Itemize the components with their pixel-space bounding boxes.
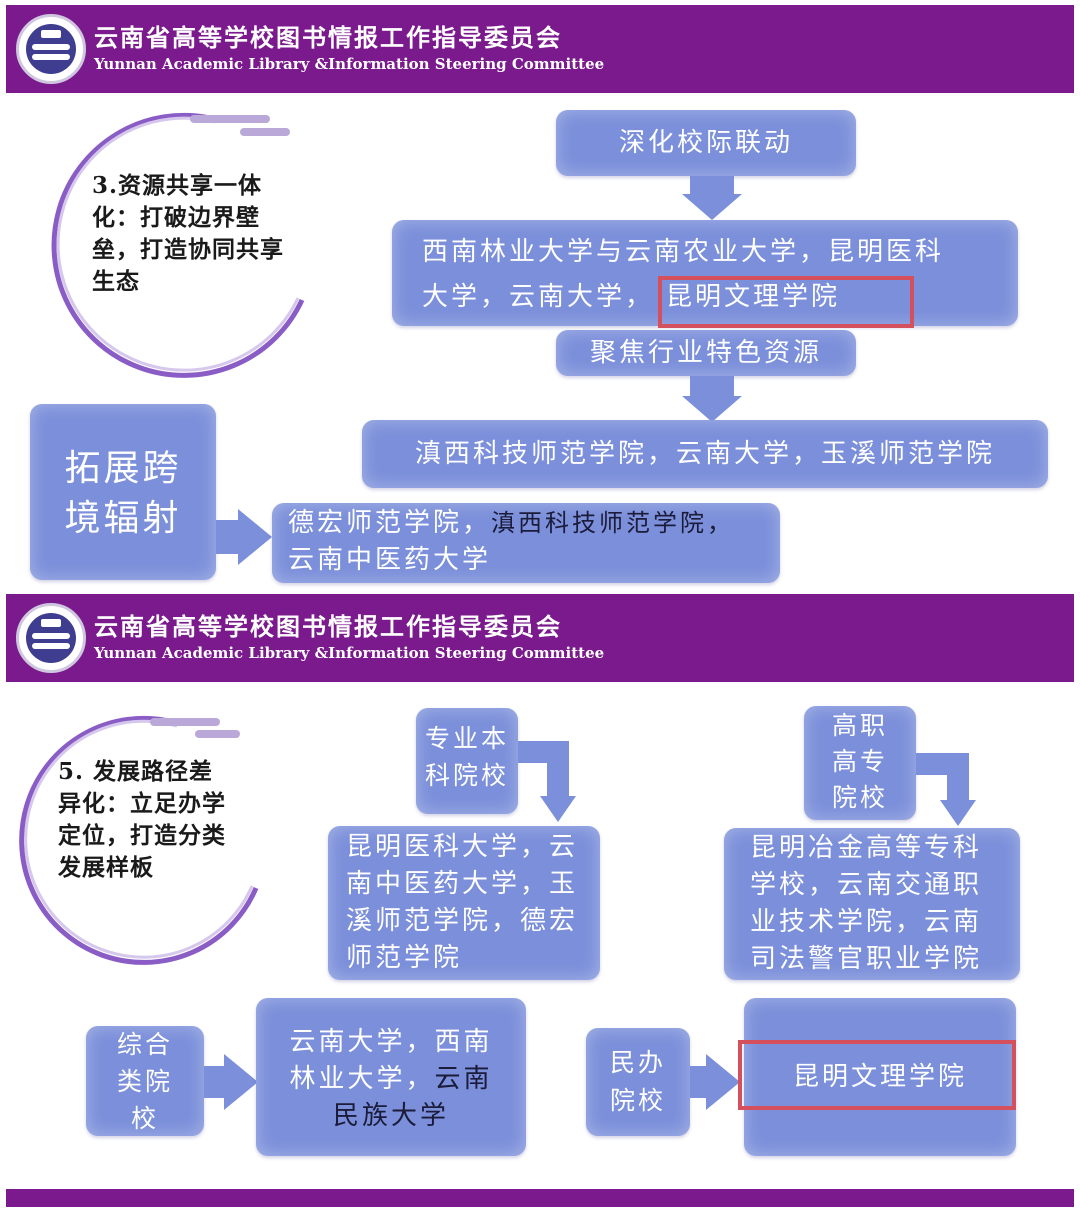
footer-bar [6,1189,1074,1207]
decorative-line [195,730,240,738]
arrow-down-icon [682,194,742,220]
arrow-right-stem [690,1066,706,1098]
box-group-3: 德宏师范学院，滇西科技师范学院， 云南中医药大学 [272,503,780,583]
decorative-line [240,128,290,136]
arrow-right-icon [238,509,272,565]
slide-differentiated-paths: 云南省高等学校图书情报工作指导委员会 Yunnan Academic Libra… [0,590,1080,1213]
arrow-down-stem [690,376,734,396]
decorative-line [190,115,270,123]
slide-resource-sharing: 云南省高等学校图书情报工作指导委员会 Yunnan Academic Libra… [0,0,1080,590]
circle-heading: 3.资源共享一体化：打破边界壁垒，打造协同共享生态 [92,172,284,295]
header-banner: 云南省高等学校图书情报工作指导委员会 Yunnan Academic Libra… [6,5,1074,93]
arrow-right-icon [706,1054,740,1110]
header-title-zh: 云南省高等学校图书情报工作指导委员会 [94,23,562,52]
elbow-arrow-icon [916,753,976,826]
box-deepen-interschool: 深化校际联动 [556,110,856,176]
committee-logo [16,14,86,84]
box-expand-cross-border: 拓展跨 境辐射 [30,404,216,580]
group1-line1: 西南林业大学与云南农业大学，昆明医科 [422,237,945,267]
circle-heading: 5. 发展路径差异化：立足办学定位，打造分类发展样板 [58,758,226,881]
box-vocational-list: 昆明冶金高等专科学校，云南交通职业技术学院，云南司法警官职业学院 [724,828,1020,980]
box-private-list: 昆明文理学院 [744,998,1016,1156]
box-vocational-label: 高职 高专 院校 [804,706,916,820]
box-specialized-list: 昆明医科大学，云南中医药大学，玉溪师范学院，德宏师范学院 [328,826,600,980]
group1-line2: 大学，云南大学， [422,282,655,312]
header-title-zh: 云南省高等学校图书情报工作指导委员会 [94,612,562,641]
arrow-down-icon [682,396,742,422]
arrow-right-stem [204,1066,224,1098]
decorative-circle-arc [51,112,305,378]
arrow-right-icon [224,1054,258,1110]
box-group-2: 滇西科技师范学院，云南大学，玉溪师范学院 [362,420,1048,488]
box-focus-industry: 聚焦行业特色资源 [556,330,856,376]
box-private-label: 民办 院校 [586,1028,690,1136]
highlight-kunming-wenli: 昆明文理学院 [666,282,841,312]
header-banner: 云南省高等学校图书情报工作指导委员会 Yunnan Academic Libra… [6,594,1074,682]
decorative-circle-arc [19,715,259,965]
box-comprehensive-list: 云南大学，西南 林业大学，云南 民族大学 [256,998,526,1156]
elbow-arrow-icon [518,741,576,822]
box-specialized-label: 专业本 科院校 [416,708,518,814]
header-title-en: Yunnan Academic Library &Information Ste… [94,644,605,662]
committee-logo [16,603,86,673]
highlight-frame [658,276,914,328]
arrow-right-stem [216,520,238,554]
highlight-frame [738,1040,1016,1110]
box-comprehensive-label: 综合 类院 校 [86,1026,204,1136]
box-group-1: 西南林业大学与云南农业大学，昆明医科 大学，云南大学， 昆明文理学院 [392,220,1018,326]
decorative-line [150,718,220,726]
header-title-en: Yunnan Academic Library &Information Ste… [94,55,605,73]
arrow-down-stem [690,176,734,194]
